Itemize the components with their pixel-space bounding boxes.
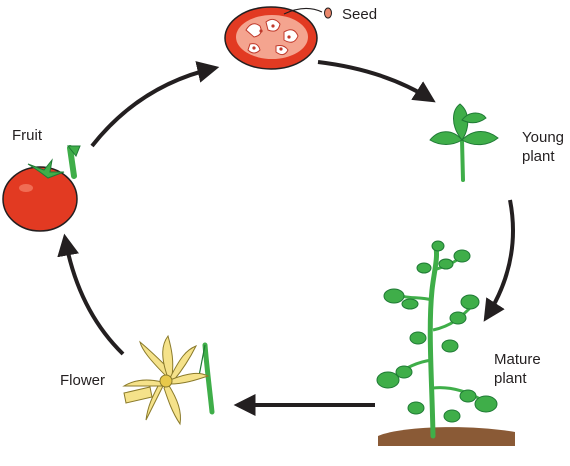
young-plant-illustration <box>429 103 499 182</box>
young-plant-label: Young plant <box>522 128 564 166</box>
flower-label: Flower <box>60 372 106 389</box>
whole-tomato-illustration <box>2 145 81 232</box>
arrow-fruit-to-seed <box>90 61 220 148</box>
flower-illustration <box>122 334 215 426</box>
mature-plant-label-line-2: plant <box>494 370 527 387</box>
seed-illustration <box>324 7 332 19</box>
arrow-young-to-mature-plant <box>483 199 515 322</box>
halved-tomato-illustration <box>224 6 318 70</box>
young-plant-label-line-2: plant <box>522 148 555 165</box>
fruit-label: Fruit <box>12 127 42 144</box>
mature-plant-label-line-1: Mature <box>494 351 541 368</box>
mature-plant-label: Mature plant <box>494 350 541 388</box>
mature-plant-illustration <box>376 240 515 446</box>
arrow-seed-to-young-plant <box>317 60 436 103</box>
arrow-flower-to-fruit <box>57 233 125 356</box>
seed-pointer-line <box>283 7 323 15</box>
young-plant-label-line-1: Young <box>522 129 564 146</box>
seed-label: Seed <box>342 6 378 23</box>
